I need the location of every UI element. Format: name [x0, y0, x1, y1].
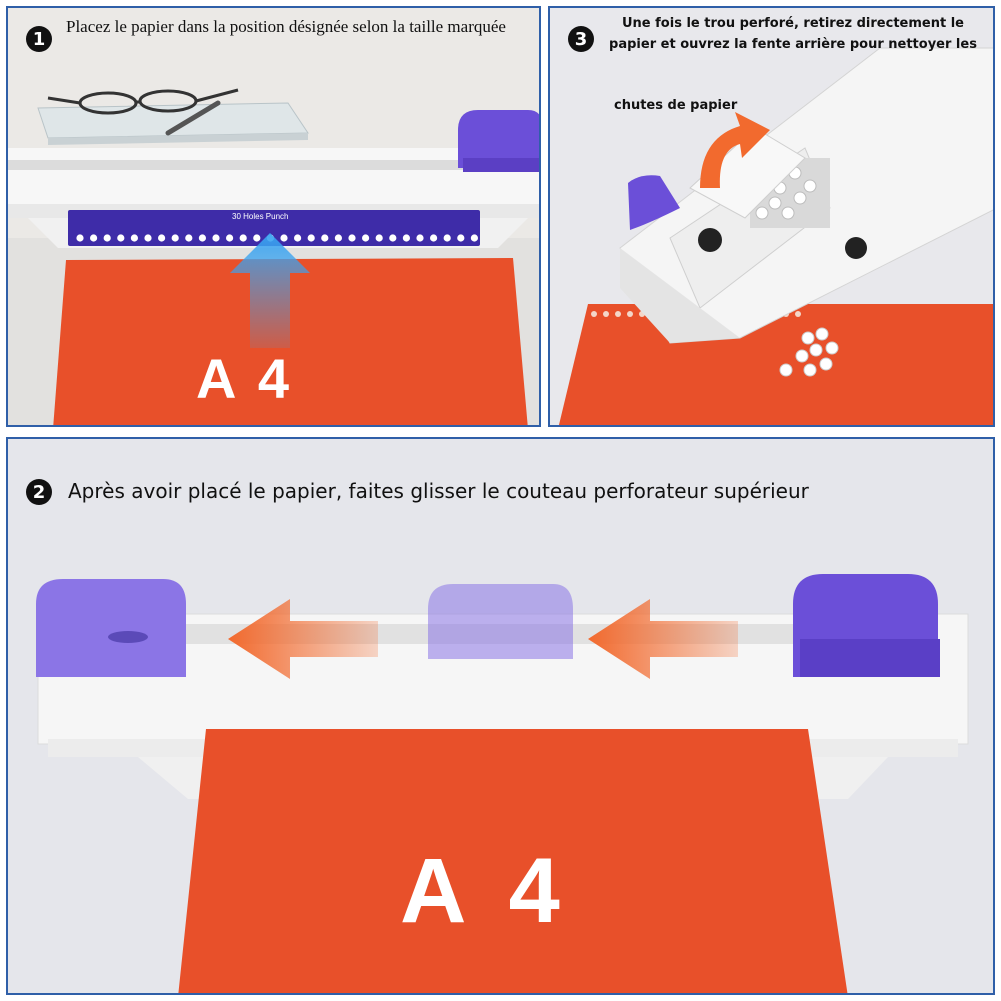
step-badge-2: 2 — [26, 479, 52, 505]
step-badge-3: 3 — [568, 26, 594, 52]
insert-direction-arrow — [230, 233, 310, 348]
slider-knob-right-icon — [793, 574, 940, 677]
notebook-icon — [37, 102, 309, 145]
slide-direction-arrows — [228, 599, 738, 679]
glasses-icon — [47, 88, 239, 115]
step-3-illustration — [550, 8, 993, 425]
slider-knob-left-icon — [36, 579, 186, 677]
punch-device-icon — [619, 47, 993, 344]
step-badge-1: 1 — [26, 26, 52, 52]
paper-size-label-large: A 4 — [400, 840, 570, 942]
step-3-caption: Une fois le trou perforé, retirez direct… — [609, 16, 977, 52]
paper-size-label: A 4 — [196, 347, 294, 410]
slider-knob-icon — [458, 110, 539, 172]
pencil-icon — [165, 100, 221, 136]
device-label: 30 Holes Punch — [232, 212, 289, 221]
step-1-caption: Placez le papier dans la position désign… — [66, 17, 506, 36]
step-1-illustration — [8, 8, 539, 425]
step-3-caption-extra: chutes de papier — [614, 98, 738, 113]
step-1-panel: 1 Placez le papier dans la position dési… — [6, 6, 541, 427]
step-2-illustration — [8, 439, 993, 993]
open-direction-arrow — [700, 112, 770, 188]
step-3-panel: 3 Une fois le trou perforé, retirez dire… — [548, 6, 995, 427]
step-2-panel: 2 Après avoir placé le papier, faites gl… — [6, 437, 995, 995]
step-2-caption: Après avoir placé le papier, faites glis… — [68, 479, 809, 503]
